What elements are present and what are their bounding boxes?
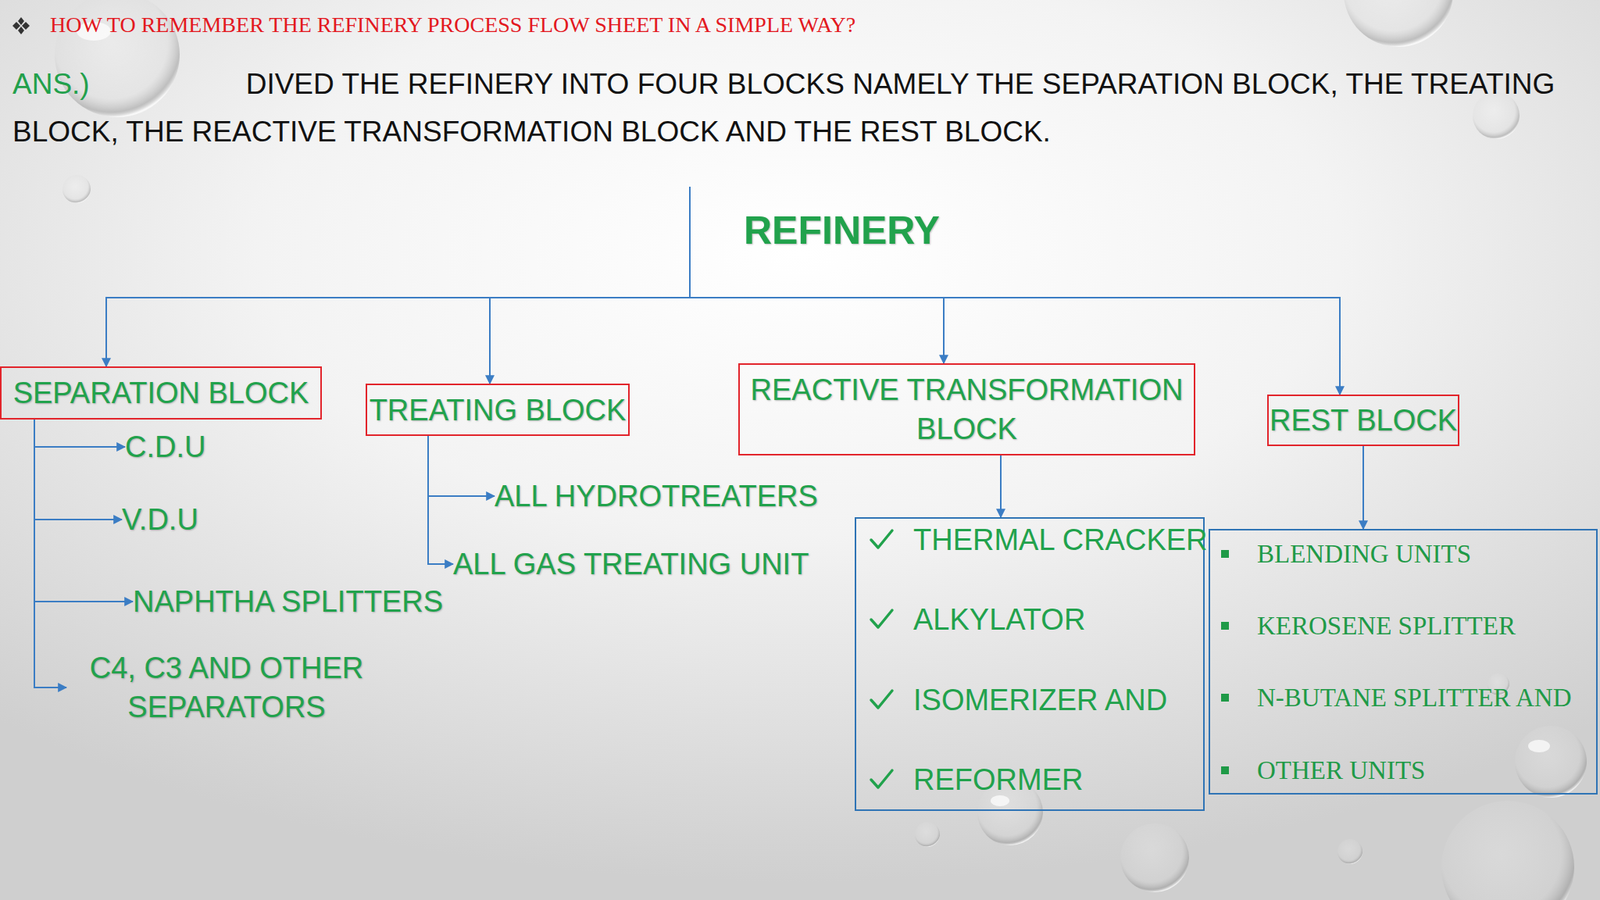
node-text: REACTIVE TRANSFORMATION BLOCK [739, 370, 1194, 449]
unit-list-box: THERMAL CRACKER ALKYLATOR ISOMERIZER AND RE… [854, 517, 1205, 811]
block-box: REST BLOCK [1267, 394, 1460, 447]
bullet-diamond [12, 17, 30, 35]
check-mark [871, 530, 893, 788]
square-bullet [1221, 550, 1229, 775]
node-text: ALL GAS TREATING UNIT [453, 544, 809, 584]
unit-list-box: BLENDING UNITS KEROSENE SPLITTER N-BUTANE … [1208, 528, 1598, 795]
unit-label: ALL HYDROTREATERS [494, 477, 839, 515]
tree-arrow [106, 256, 690, 367]
tree-arrow [1362, 446, 1365, 529]
root-label: REFINERY [679, 204, 950, 257]
node-text: N-BUTANE SPLITTER AND [1257, 680, 1572, 715]
node-text: BLENDING UNITS [1257, 536, 1472, 572]
block-box: SEPARATION BLOCK [0, 366, 322, 420]
node-text: ISOMERIZER AND [913, 682, 1168, 718]
node-text: NAPHTHA SPLITTERS [132, 582, 443, 622]
trunk-line [689, 186, 691, 298]
node-text: ALL HYDROTREATERS [494, 476, 818, 516]
block-box: TREATING BLOCK [365, 383, 630, 436]
node-text: TREATING BLOCK [369, 390, 627, 430]
unit-label: V.D.U [121, 500, 263, 539]
node-text: SEPARATION BLOCK [13, 373, 310, 413]
node-text: REFINERY [743, 207, 940, 254]
node-text: THERMAL CRACKER [913, 522, 1208, 558]
answer-tag: ANS.) [12, 67, 90, 100]
node-text: REFORMER [913, 762, 1083, 797]
node-text: KEROSENE SPLITTER [1257, 608, 1516, 643]
unit-label: NAPHTHA SPLITTERS [132, 582, 477, 621]
tree-arrow [428, 435, 454, 565]
node-text: ALKYLATOR [913, 602, 1086, 637]
node-text: C4, C3 AND OTHER SEPARATORS [66, 648, 387, 727]
tree-arrow [1000, 455, 1002, 518]
tree-arrow [34, 419, 125, 447]
slide-question: HOW TO REMEMBER THE REFINERY PROCESS FLO… [50, 12, 856, 38]
block-box: REACTIVE TRANSFORMATION BLOCK [738, 363, 1196, 456]
node-text: C.D.U [125, 427, 206, 467]
node-text: V.D.U [121, 500, 199, 540]
answer-text: DIVED THE REFINERY INTO FOUR BLOCKS NAME… [12, 67, 1555, 148]
tree-arrow [428, 435, 495, 497]
unit-label: C4, C3 AND OTHER SEPARATORS [66, 646, 387, 729]
node-text: REST BLOCK [1269, 400, 1458, 440]
node-text: OTHER UNITS [1257, 753, 1425, 788]
answer-paragraph: ANS.)DIVED THE REFINERY INTO FOUR BLOCKS… [12, 60, 1587, 156]
tree-arrow [34, 419, 67, 688]
tree-arrow [689, 256, 944, 364]
unit-label: ALL GAS TREATING UNIT [453, 545, 844, 583]
tree-arrow [34, 419, 122, 520]
tree-arrow [489, 256, 690, 384]
tree-arrow [34, 419, 133, 602]
unit-label: C.D.U [125, 428, 266, 466]
